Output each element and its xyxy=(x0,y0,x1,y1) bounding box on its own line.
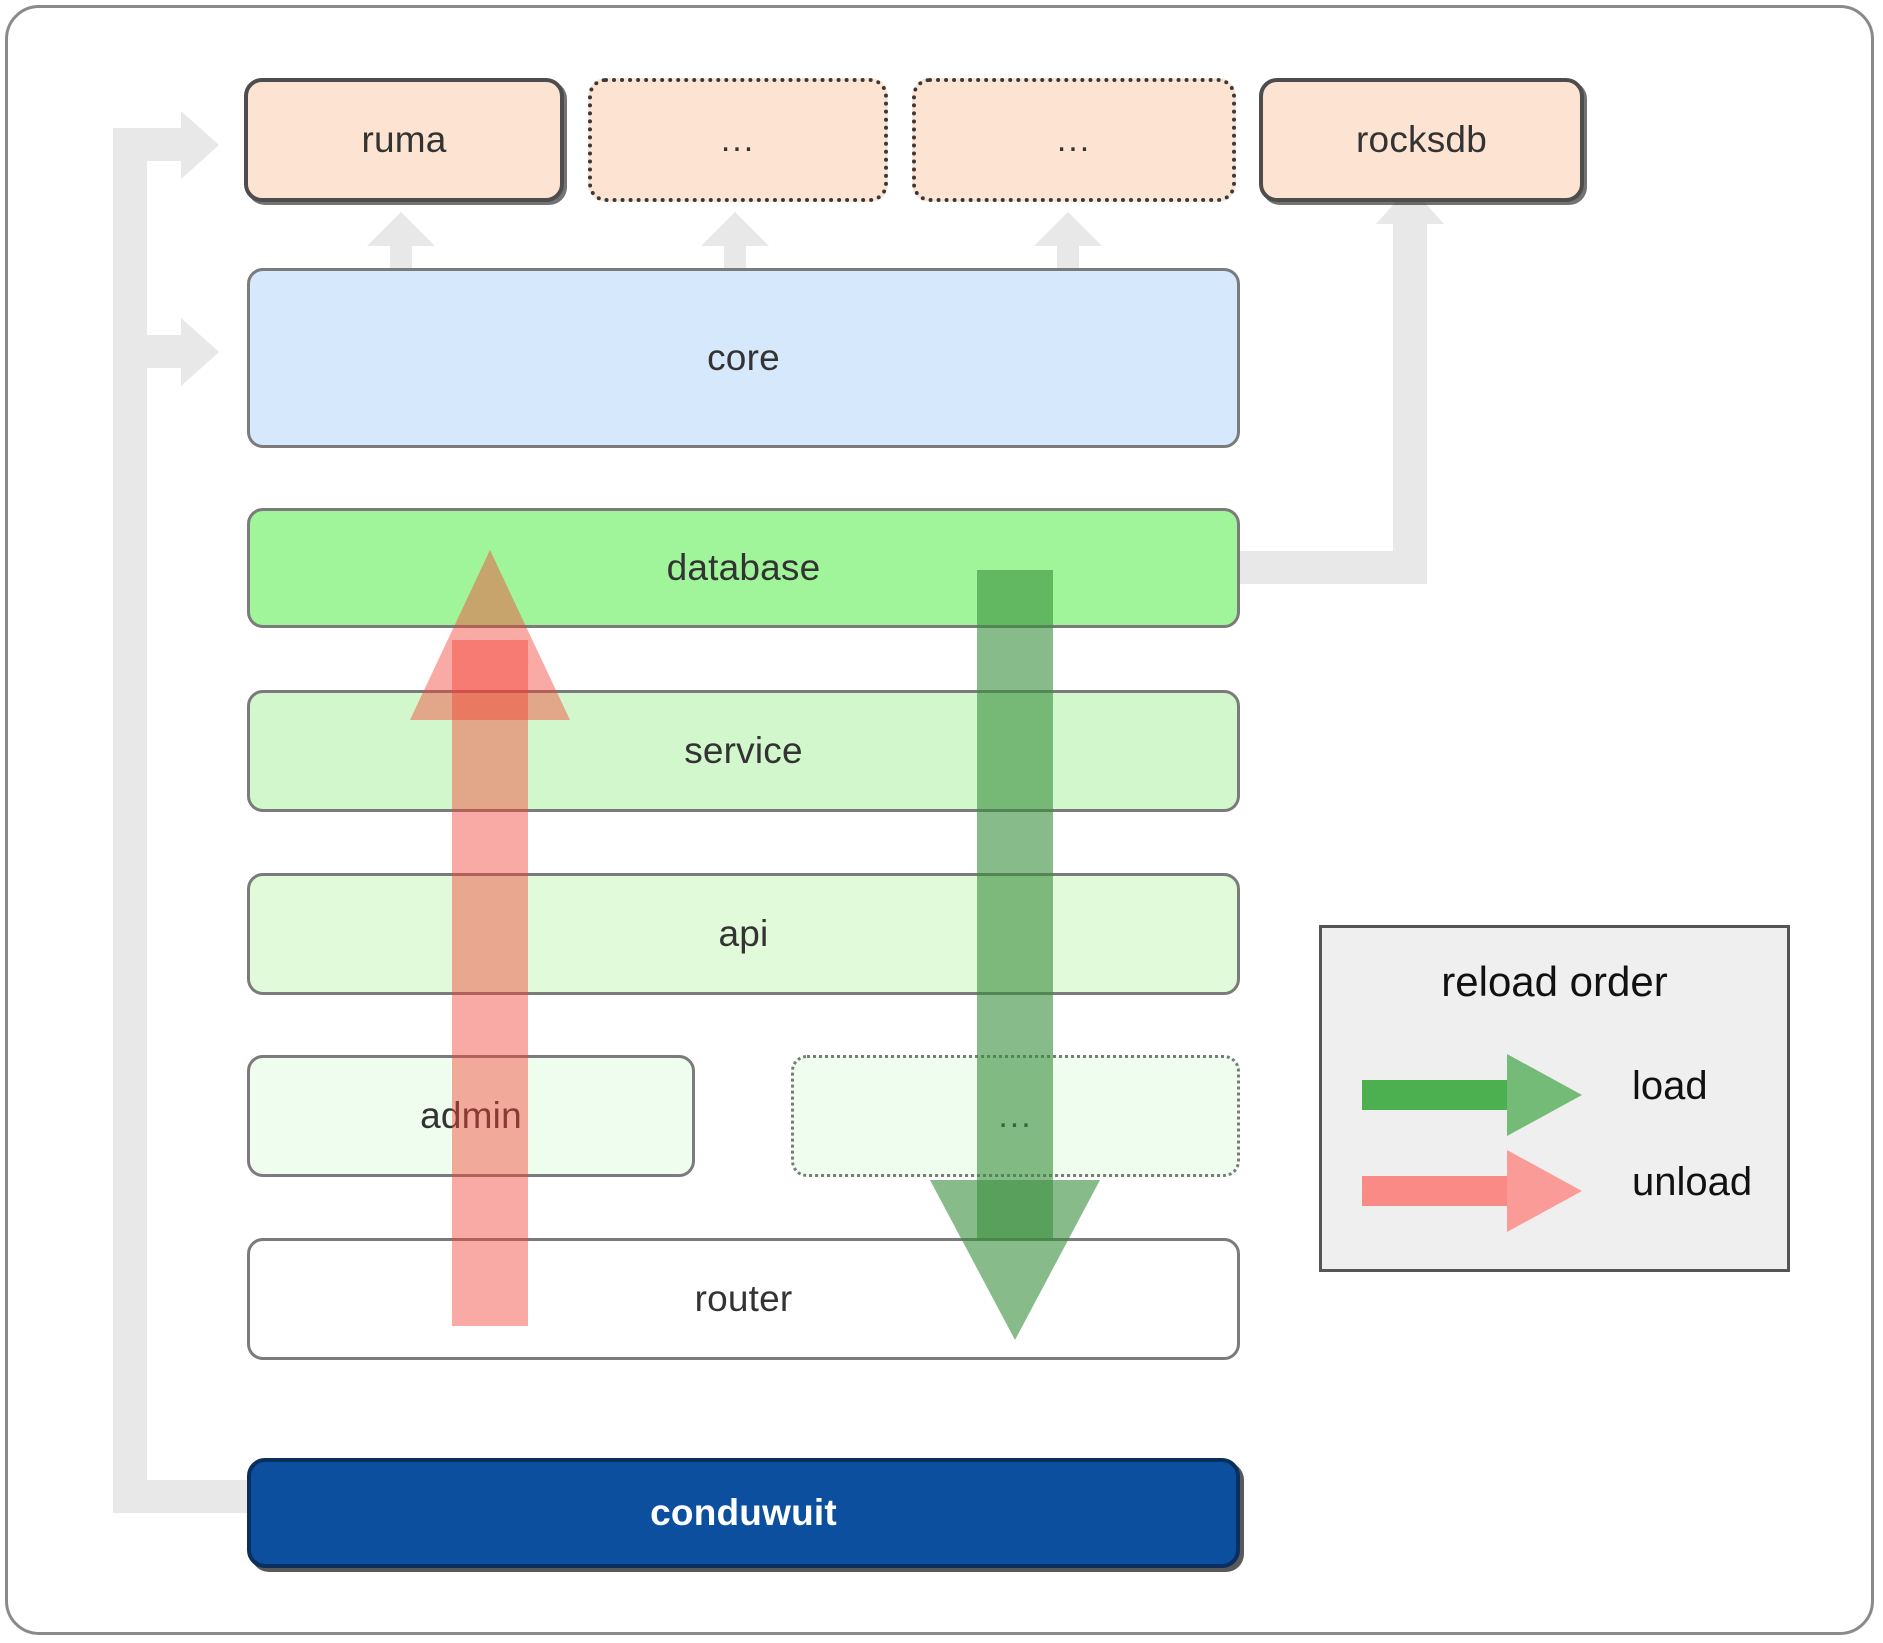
core-box[interactable]: core xyxy=(247,268,1240,448)
app-box-conduwuit[interactable]: conduwuit xyxy=(247,1458,1240,1568)
load-arrow-shaft xyxy=(977,570,1053,1240)
core-label: core xyxy=(707,337,780,378)
legend-title: reload order xyxy=(1441,958,1668,1005)
connector-core-to-dep2-head xyxy=(701,212,769,246)
connector-left-to-ruma-stem xyxy=(113,128,183,161)
legend-label-load: load xyxy=(1632,1064,1708,1108)
layer-label-router: router xyxy=(694,1278,793,1319)
layer-label-api: api xyxy=(718,913,769,954)
layer-label-service: service xyxy=(684,730,803,771)
legend-label-unload: unload xyxy=(1632,1160,1753,1204)
dependency-box-3[interactable]: ... xyxy=(912,78,1236,202)
dependency-box-ruma[interactable]: ruma xyxy=(244,78,564,202)
connector-right-vertical xyxy=(1393,216,1427,584)
connector-left-to-app xyxy=(113,1480,248,1513)
legend-arrowhead-unload xyxy=(1507,1150,1582,1232)
legend-bar-unload xyxy=(1362,1176,1522,1206)
layer-label-database: database xyxy=(666,547,821,588)
connector-database-right xyxy=(1230,551,1410,584)
dependency-box-2[interactable]: ... xyxy=(588,78,888,202)
unload-arrow-head xyxy=(410,550,570,720)
connector-core-to-dep3-head xyxy=(1034,212,1102,246)
dependency-label-2: ... xyxy=(720,120,756,159)
load-arrow-head xyxy=(930,1180,1100,1340)
layer-label-admin: admin xyxy=(420,1095,522,1136)
layer-box-service[interactable]: service xyxy=(247,690,1240,812)
legend-bar-load xyxy=(1362,1080,1522,1110)
connector-arrowhead-ruma xyxy=(181,111,219,179)
layer-box-database[interactable]: database xyxy=(247,508,1240,628)
legend-row-load: load xyxy=(1362,1054,1762,1136)
connector-arrowhead-core xyxy=(181,318,219,386)
connector-core-to-ruma-shaft xyxy=(390,240,412,275)
unload-arrow-shaft xyxy=(452,640,528,1326)
dependency-label-rocksdb: rocksdb xyxy=(1356,119,1487,160)
connector-core-to-dep2-shaft xyxy=(724,240,746,275)
diagram-frame xyxy=(5,5,1874,1635)
legend-arrowhead-load xyxy=(1507,1054,1582,1136)
dependency-label-3: ... xyxy=(1056,120,1092,159)
connector-left-to-core-stem xyxy=(113,335,183,368)
layer-box-api[interactable]: api xyxy=(247,873,1240,995)
app-label-conduwuit: conduwuit xyxy=(650,1492,837,1533)
legend-row-unload: unload xyxy=(1362,1150,1762,1232)
dependency-box-rocksdb[interactable]: rocksdb xyxy=(1259,78,1584,202)
dependency-label-ruma: ruma xyxy=(361,119,447,160)
legend-panel: reload order load unload xyxy=(1319,925,1790,1272)
connector-core-to-dep3-shaft xyxy=(1057,240,1079,275)
connector-core-to-ruma-head xyxy=(367,212,435,246)
layer-box-admin[interactable]: admin xyxy=(247,1055,695,1177)
